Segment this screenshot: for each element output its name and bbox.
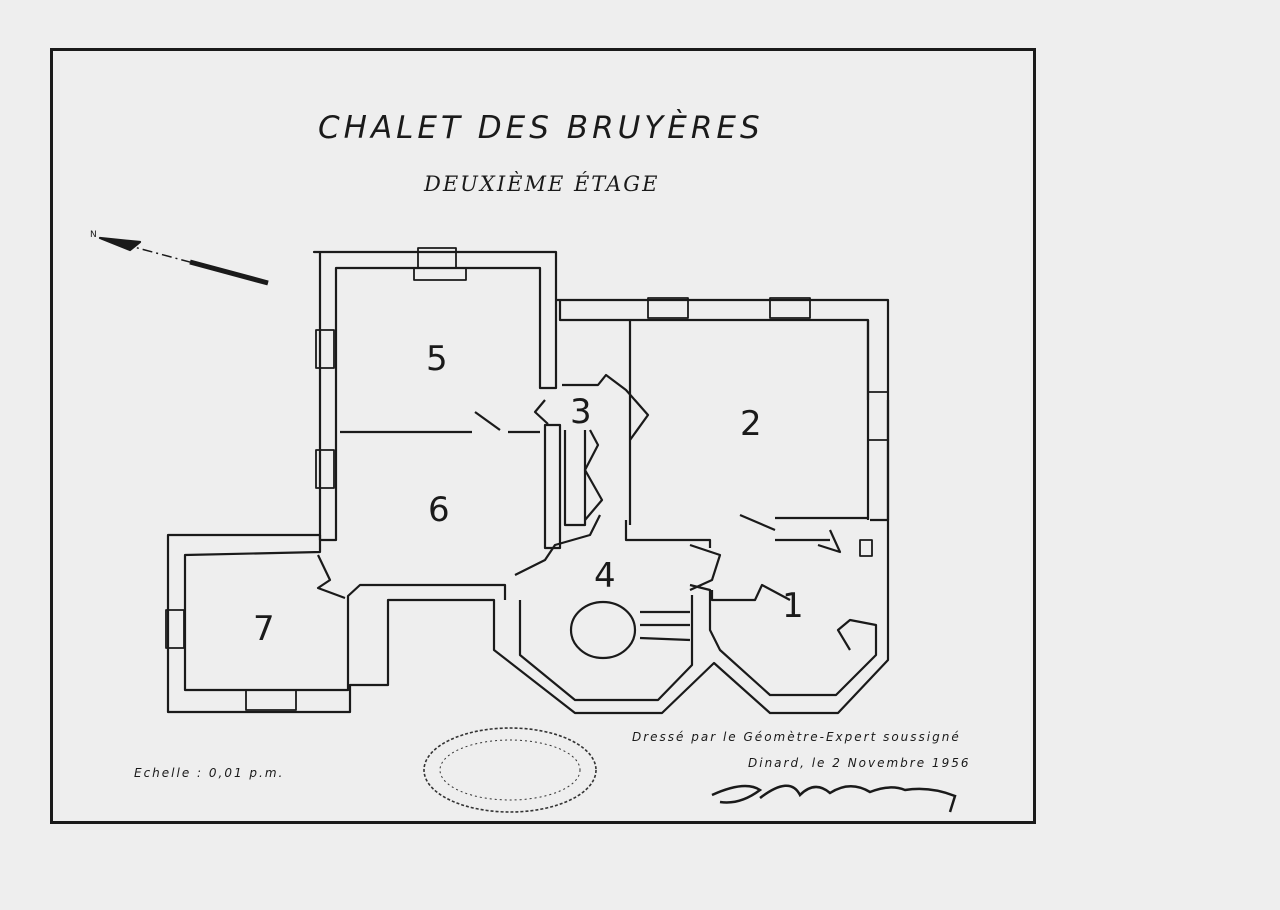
room-label-1: 1	[782, 586, 804, 626]
north-arrow-icon	[98, 236, 269, 286]
room-label-2: 2	[740, 404, 762, 444]
room-label-5: 5	[426, 339, 448, 379]
room-label-7: 7	[253, 609, 275, 649]
wall-outline	[166, 250, 890, 715]
room-label-4: 4	[594, 556, 616, 596]
official-stamp	[423, 727, 597, 813]
place-date-label: Dinard, le 2 Novembre 1956	[748, 756, 971, 770]
drawn-by-label: Dressé par le Géomètre-Expert soussigné	[632, 730, 961, 744]
windows	[165, 247, 889, 711]
room-label-6: 6	[428, 490, 450, 530]
drawing-frame	[50, 48, 1036, 824]
scale-label: Echelle : 0,01 p.m.	[134, 766, 285, 780]
north-label: N	[90, 230, 97, 240]
plan-subtitle: DEUXIÈME ÉTAGE	[424, 172, 660, 196]
plan-title: CHALET DES BRUYÈRES	[318, 110, 764, 146]
room-label-3: 3	[570, 392, 592, 432]
signature	[711, 784, 957, 813]
